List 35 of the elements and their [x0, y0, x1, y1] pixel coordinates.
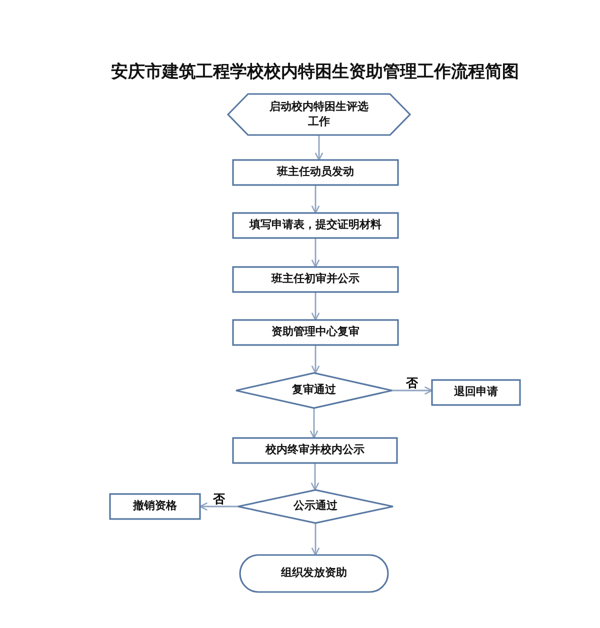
process-box [233, 438, 397, 463]
arrow [199, 502, 238, 511]
node-text: 填写申请表，提交证明材料 [250, 218, 382, 233]
arrow [311, 345, 320, 374]
node-text: 撤销资格 [133, 499, 177, 514]
arrow [311, 185, 320, 214]
arrow [311, 238, 320, 268]
node-text: 公示通过 [294, 499, 338, 514]
diagram-title: 安庆市建筑工程学校校内特困生资助管理工作流程简图 [110, 61, 520, 83]
arrow [310, 463, 320, 491]
node-text: 班主任动员发动 [277, 165, 354, 180]
process-box [233, 160, 398, 185]
process-box [233, 267, 398, 292]
edge-label: 否 [405, 376, 419, 388]
node-text: 退回申请 [454, 385, 498, 400]
edge-label: 否 [212, 492, 226, 504]
node-text: 资助管理中心复审 [272, 325, 360, 340]
process-box [432, 380, 520, 405]
arrow [311, 523, 320, 556]
arrow [311, 292, 320, 321]
end-terminal [240, 555, 388, 592]
arrow [310, 408, 318, 439]
process-box [110, 494, 200, 519]
decision-diamond [236, 373, 392, 408]
start-hexagon [228, 94, 410, 135]
node-text: 校内终审并校内公示 [266, 443, 364, 458]
decision-diamond [238, 490, 393, 523]
process-box [233, 213, 398, 238]
arrow [314, 135, 324, 161]
node-text: 组织发放资助 [281, 566, 347, 581]
node-text: 班主任初审并公示 [272, 272, 360, 287]
node-text: 复审通过 [292, 383, 336, 398]
arrow [392, 386, 433, 395]
node-text: 启动校内特困生评选工作 [269, 100, 369, 130]
process-box [233, 320, 398, 345]
